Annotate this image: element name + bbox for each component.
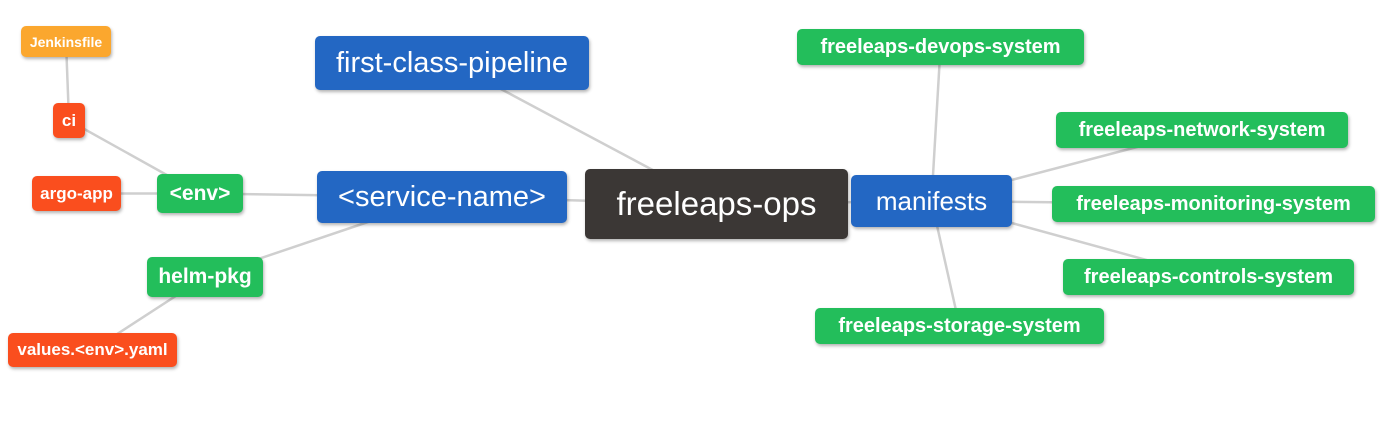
node-env[interactable]: <env> xyxy=(157,174,243,213)
node-manifests[interactable]: manifests xyxy=(851,175,1012,227)
node-service-name[interactable]: <service-name> xyxy=(317,171,567,223)
node-storage-system[interactable]: freeleaps-storage-system xyxy=(815,308,1104,344)
node-helm-pkg[interactable]: helm-pkg xyxy=(147,257,263,297)
node-freeleaps-ops[interactable]: freeleaps-ops xyxy=(585,169,848,239)
node-jenkinsfile[interactable]: Jenkinsfile xyxy=(21,26,111,57)
node-values-env-yaml[interactable]: values.<env>.yaml xyxy=(8,333,177,367)
node-first-class-pipeline[interactable]: first-class-pipeline xyxy=(315,36,589,90)
node-monitoring-system[interactable]: freeleaps-monitoring-system xyxy=(1052,186,1375,222)
node-ci[interactable]: ci xyxy=(53,103,85,138)
node-network-system[interactable]: freeleaps-network-system xyxy=(1056,112,1348,148)
node-argo-app[interactable]: argo-app xyxy=(32,176,121,211)
node-controls-system[interactable]: freeleaps-controls-system xyxy=(1063,259,1354,295)
node-devops-system[interactable]: freeleaps-devops-system xyxy=(797,29,1084,65)
